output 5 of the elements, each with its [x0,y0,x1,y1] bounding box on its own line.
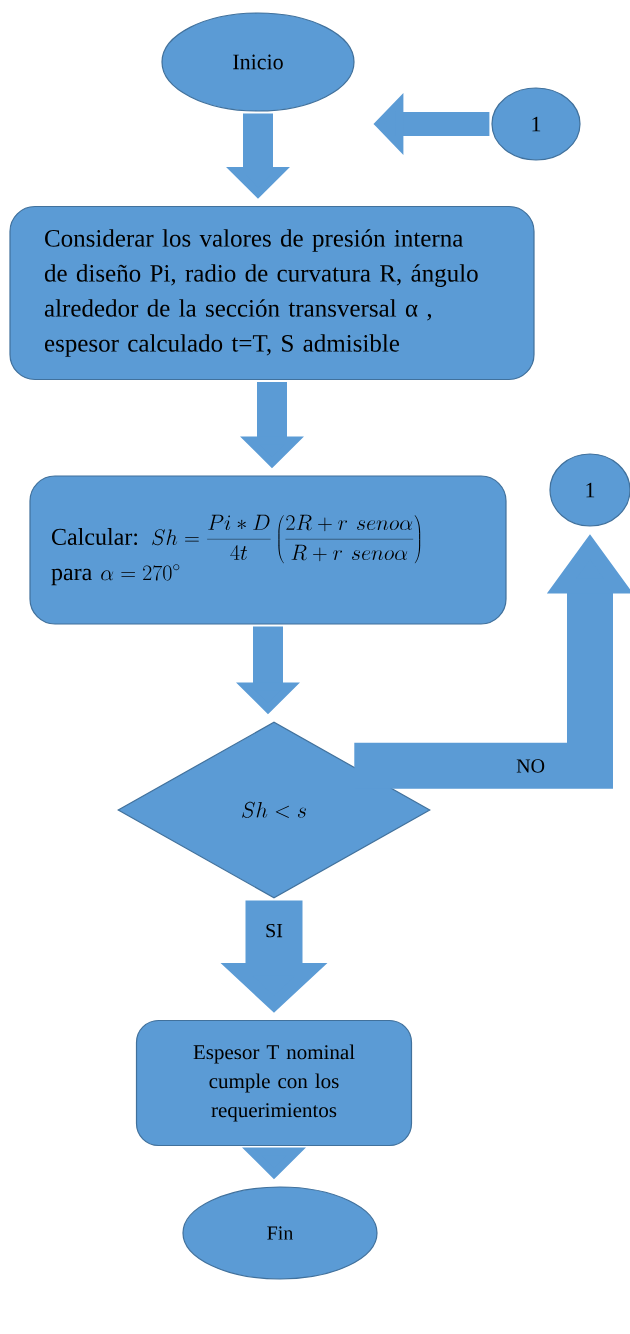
edge-label: SI [266,923,283,938]
process-box: Espesor T nominal cumple con los requerimientos [135,1019,413,1147]
process-box: Considerar los valores de presión interna de diseño Pi, radio de curvatura R, ángulo alrededor de la sección transversal α , espesor calculado t=T, S admisible [9,205,535,381]
edge-label: NO [516,759,545,773]
process-box: Calcular: $Sh = \frac{Pi\ast D}{4t}\left(\frac{2R+r\ seno\alpha}{R+r\ seno\alpha}\right)$ para $\alpha = 270^{\circ}$ [29,475,507,625]
